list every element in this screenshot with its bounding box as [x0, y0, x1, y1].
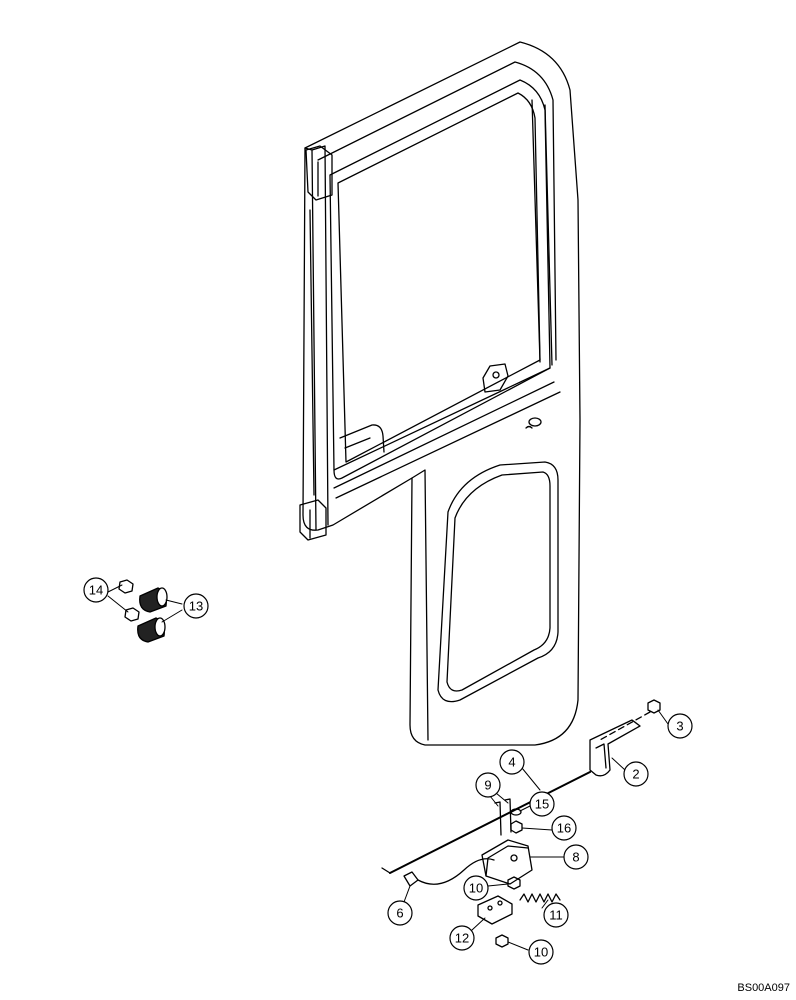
spring-11	[519, 893, 561, 903]
callout-labels: 14 13 3 2 4 9 15 16 8 10 11 12 10 6	[89, 583, 684, 960]
callout-4-circle	[499, 749, 525, 775]
callout-15: 15	[535, 797, 549, 812]
latch-rod-4	[389, 771, 591, 874]
callout-6: 6	[396, 906, 403, 921]
callout-11-circle	[543, 902, 569, 928]
callout-14-circle	[83, 577, 109, 603]
callout-16: 16	[557, 821, 571, 836]
bumper-lower	[124, 607, 166, 643]
callout-circles	[83, 577, 693, 965]
callout-14: 14	[89, 583, 103, 598]
drawing-reference-code: BS00A097	[737, 982, 790, 994]
callout-13: 13	[189, 599, 203, 614]
callout-11: 11	[549, 908, 563, 923]
clip-6	[403, 871, 419, 887]
callout-12: 12	[455, 931, 469, 946]
nut-16	[510, 820, 523, 834]
striker-bracket-2	[589, 719, 641, 777]
callout-8-circle	[563, 844, 589, 870]
callout-9: 9	[484, 778, 491, 793]
callout-3-circle	[667, 713, 693, 739]
callout-16-circle	[551, 815, 577, 841]
washer-15	[510, 808, 522, 816]
door-frame	[299, 41, 581, 746]
callout-4: 4	[508, 755, 515, 770]
latch-assembly	[381, 699, 661, 948]
callout-8: 8	[572, 850, 579, 865]
bumper-upper	[118, 579, 168, 613]
callout-12-circle	[449, 925, 475, 951]
callout-3: 3	[676, 719, 683, 734]
bolts-9	[494, 798, 512, 836]
callout-2: 2	[632, 767, 639, 782]
callout-15-circle	[529, 791, 555, 817]
callout-10a-circle	[463, 875, 489, 901]
callout-10-upper: 10	[469, 881, 483, 896]
callout-13-circle	[183, 593, 209, 619]
callout-10-lower: 10	[534, 945, 548, 960]
leader-lines	[107, 584, 669, 951]
door-bumpers	[118, 579, 168, 643]
plate-12	[477, 895, 513, 925]
callout-9-circle	[475, 772, 501, 798]
callout-6-circle	[387, 900, 413, 926]
nut-3	[647, 699, 661, 714]
callout-2-circle	[623, 761, 649, 787]
callout-10b-circle	[528, 939, 554, 965]
